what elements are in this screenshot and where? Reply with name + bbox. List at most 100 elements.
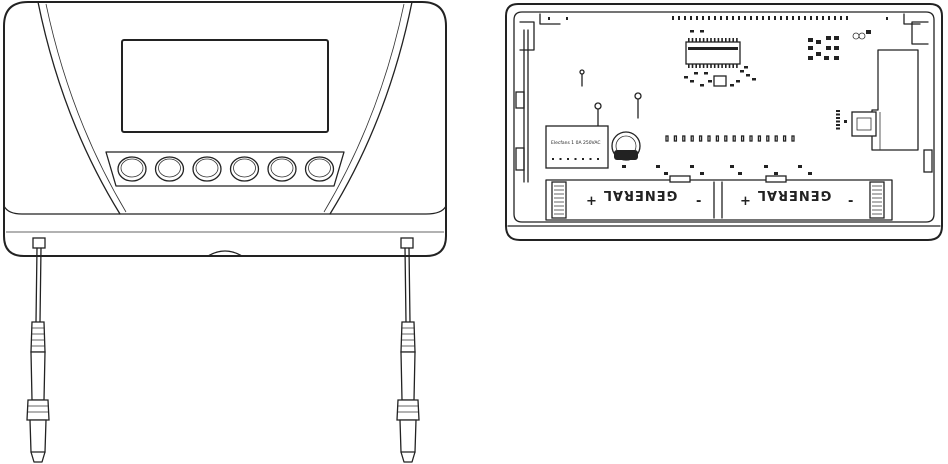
chip-pin (728, 38, 731, 42)
front-face-panel (37, 1, 121, 215)
battery-left-brand: GENERAL (603, 187, 678, 202)
standoff-1 (579, 69, 585, 87)
main-chip-pins (688, 38, 738, 68)
front-base-band (3, 205, 447, 215)
main-chip (685, 41, 741, 65)
mid-pin (665, 135, 669, 142)
side-pin (836, 127, 840, 130)
front-button-6 (304, 156, 335, 182)
relay-pin (559, 158, 562, 160)
low-part (700, 172, 704, 175)
battery-tab-1 (669, 175, 691, 183)
top-pin (720, 16, 722, 20)
top-pin (566, 17, 568, 20)
top-pin (714, 16, 716, 20)
smd-part (694, 72, 698, 75)
top-pin (840, 16, 842, 20)
relay-pin (552, 158, 554, 160)
chip-pin (732, 64, 734, 68)
smd-part (744, 66, 748, 69)
front-face-panel-inner-l (45, 3, 127, 213)
battery-right: + GENERAL - (740, 187, 853, 209)
chip-pin (721, 38, 723, 42)
latch-top-left (519, 21, 535, 51)
chip-pin (706, 38, 709, 42)
front-button-4 (229, 156, 260, 182)
top-pin (798, 16, 800, 20)
chip-pin (717, 64, 720, 68)
side-pin (836, 120, 840, 123)
top-pin (834, 16, 836, 20)
battery-right-plus: + (740, 194, 751, 209)
tr-part (808, 56, 813, 60)
side-pin (836, 117, 840, 119)
clip-left-low (515, 147, 525, 171)
buzzer-base (614, 150, 638, 160)
mid-pin (673, 135, 678, 142)
front-button-3 (192, 156, 222, 182)
battery-left-minus: - (696, 194, 701, 209)
chip-pin (702, 64, 705, 68)
smd-part (690, 30, 694, 33)
top-pin (726, 16, 728, 20)
smd-part (700, 30, 704, 33)
chip-pin (717, 38, 720, 42)
top-pin (702, 16, 704, 20)
top-pin (816, 16, 818, 20)
top-pin (822, 16, 824, 20)
chip-pin (725, 38, 727, 42)
mid-pin (724, 135, 728, 142)
small-ic (713, 75, 727, 87)
low-part (622, 165, 626, 168)
button-bar (105, 151, 345, 187)
clip-left-mid (515, 91, 525, 109)
top-pin (756, 16, 758, 20)
standoff-3 (634, 92, 642, 119)
right-cable-gland (400, 237, 414, 249)
low-part (664, 172, 668, 175)
mid-pin (732, 135, 736, 142)
chip-pin (699, 64, 701, 68)
chip-pin (710, 64, 712, 68)
relay-pin (582, 158, 584, 160)
chip-stripe (688, 47, 738, 50)
front-face-panel-inner-r (323, 3, 405, 213)
mid-pin (782, 135, 787, 142)
mid-pin (707, 135, 711, 142)
right-sensor-cable (396, 247, 420, 463)
top-pin (804, 16, 806, 20)
mid-pin (774, 135, 778, 142)
mid-pin (766, 135, 770, 142)
tr-ring (852, 32, 860, 40)
top-pin (548, 17, 550, 20)
pcb-mid-pin-row (665, 135, 795, 142)
chip-pin (702, 38, 705, 42)
low-part (808, 172, 812, 175)
side-pin (836, 110, 840, 112)
left-cable-gland (32, 237, 46, 249)
mid-pin (757, 135, 762, 142)
top-pin (750, 16, 752, 20)
low-part (798, 165, 802, 168)
side-pin (836, 113, 840, 116)
smd-part (704, 72, 708, 75)
chip-pin (688, 64, 690, 68)
tr-part (826, 36, 831, 40)
relay (545, 125, 609, 169)
mid-pin (682, 135, 686, 142)
interior-inner-wall (513, 11, 935, 223)
tr-part (834, 36, 839, 40)
chip-pin (728, 64, 731, 68)
mid-pin (715, 135, 720, 142)
tr-ring (858, 32, 866, 40)
top-pin (744, 16, 746, 20)
smd-part (730, 84, 734, 87)
low-part (730, 165, 734, 168)
smd-part (708, 80, 712, 83)
left-rail (523, 29, 529, 183)
chip-pin (710, 38, 712, 42)
top-pin (678, 16, 680, 20)
mid-pin (698, 135, 703, 142)
battery-compartment (545, 179, 893, 221)
chip-pin (691, 64, 694, 68)
